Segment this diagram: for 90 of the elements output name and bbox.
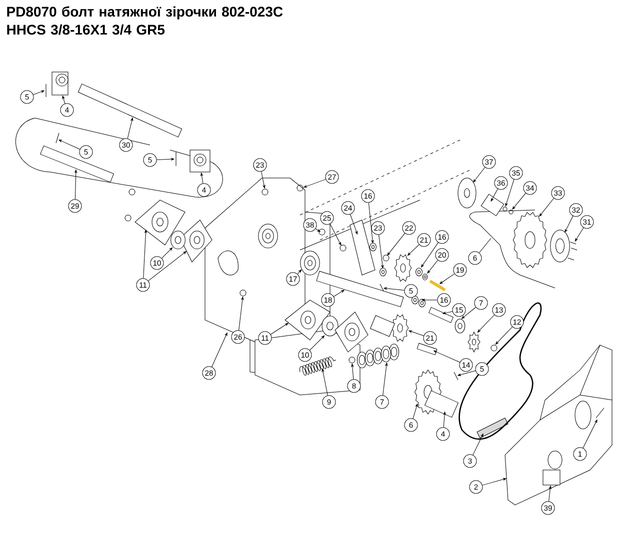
leader-line bbox=[479, 238, 492, 253]
leader-line bbox=[539, 198, 554, 216]
leader-line bbox=[458, 370, 476, 376]
pin bbox=[56, 132, 60, 144]
leader-line bbox=[304, 179, 326, 188]
shaft bbox=[78, 84, 182, 138]
leader-line bbox=[490, 188, 498, 202]
leader-line bbox=[422, 298, 438, 302]
leader-line bbox=[162, 248, 172, 258]
sprocket bbox=[468, 332, 480, 352]
title: PD8070 болт натяжної зірочки 802-023C HHCS 3/8-16X1 3/4 GR5 bbox=[7, 6, 283, 35]
washer bbox=[422, 274, 428, 280]
leader-line bbox=[238, 296, 244, 331]
leader-line bbox=[408, 244, 420, 256]
leader-line bbox=[334, 290, 344, 297]
leader-line bbox=[440, 274, 455, 284]
bolts bbox=[568, 242, 578, 260]
leader-line bbox=[564, 216, 574, 232]
leader-line bbox=[472, 434, 484, 456]
leader-line bbox=[473, 167, 486, 182]
leader-line bbox=[74, 170, 78, 200]
leader-line bbox=[315, 228, 320, 232]
chain-guard bbox=[504, 344, 612, 506]
shaft-collar bbox=[52, 72, 68, 96]
leader-line bbox=[477, 314, 495, 332]
hub bbox=[424, 390, 458, 418]
leader-line bbox=[212, 332, 228, 368]
leader-line bbox=[495, 326, 513, 344]
leader-line bbox=[143, 230, 147, 278]
leader-line bbox=[574, 228, 584, 242]
leader-line bbox=[512, 192, 526, 210]
leader-line bbox=[33, 90, 44, 95]
leader-line bbox=[482, 478, 506, 486]
ring bbox=[382, 254, 390, 262]
sprocket bbox=[394, 254, 412, 282]
leader-line bbox=[382, 362, 388, 396]
leader-line bbox=[408, 330, 424, 336]
bolt bbox=[340, 244, 346, 252]
leader-line bbox=[442, 311, 453, 314]
washer bbox=[370, 242, 376, 252]
leader-line bbox=[421, 242, 438, 268]
leader-line bbox=[261, 171, 266, 188]
leader-line bbox=[58, 140, 80, 150]
leader-line bbox=[548, 486, 552, 502]
leader-line bbox=[384, 287, 405, 291]
spacer-ring bbox=[380, 346, 392, 362]
plate bbox=[550, 230, 570, 262]
leader-line bbox=[156, 158, 174, 160]
leader-line bbox=[351, 364, 354, 380]
washer bbox=[416, 268, 422, 276]
leader-line bbox=[297, 270, 302, 274]
nut bbox=[380, 268, 386, 276]
spring bbox=[299, 356, 336, 376]
hub bbox=[480, 194, 504, 216]
leader-line bbox=[200, 172, 204, 184]
chain-link bbox=[476, 418, 508, 438]
leader-line bbox=[368, 202, 374, 244]
leader-line bbox=[127, 118, 134, 139]
leader-line bbox=[350, 214, 358, 234]
leader-line bbox=[443, 412, 446, 428]
leader-line bbox=[378, 234, 384, 268]
leader-line bbox=[462, 307, 476, 319]
leader-line bbox=[148, 251, 186, 282]
leader-line bbox=[434, 350, 460, 363]
leader-line bbox=[505, 179, 514, 206]
nut bbox=[490, 344, 498, 352]
nut bbox=[348, 356, 356, 364]
bearing bbox=[170, 230, 186, 250]
hub bbox=[370, 315, 395, 337]
spacer bbox=[416, 342, 438, 356]
sprocket bbox=[391, 314, 409, 342]
leader-line bbox=[62, 96, 66, 104]
leader-line bbox=[322, 368, 328, 396]
pin bbox=[318, 228, 326, 236]
leader-line bbox=[412, 404, 418, 419]
pin bbox=[502, 206, 508, 212]
bushing bbox=[454, 318, 466, 334]
highlighted-bolt bbox=[429, 280, 446, 292]
leader-line bbox=[387, 233, 406, 256]
leader-line bbox=[310, 336, 324, 350]
bearing bbox=[322, 316, 338, 336]
leader-line bbox=[582, 420, 598, 448]
shaft bbox=[40, 146, 114, 182]
leader-line bbox=[270, 322, 288, 335]
bearing bbox=[300, 250, 320, 276]
leader-line bbox=[427, 260, 438, 274]
assembly-outline bbox=[469, 210, 556, 288]
leader-line bbox=[330, 224, 342, 246]
shaft-collar bbox=[190, 150, 210, 172]
plate bbox=[458, 178, 476, 208]
